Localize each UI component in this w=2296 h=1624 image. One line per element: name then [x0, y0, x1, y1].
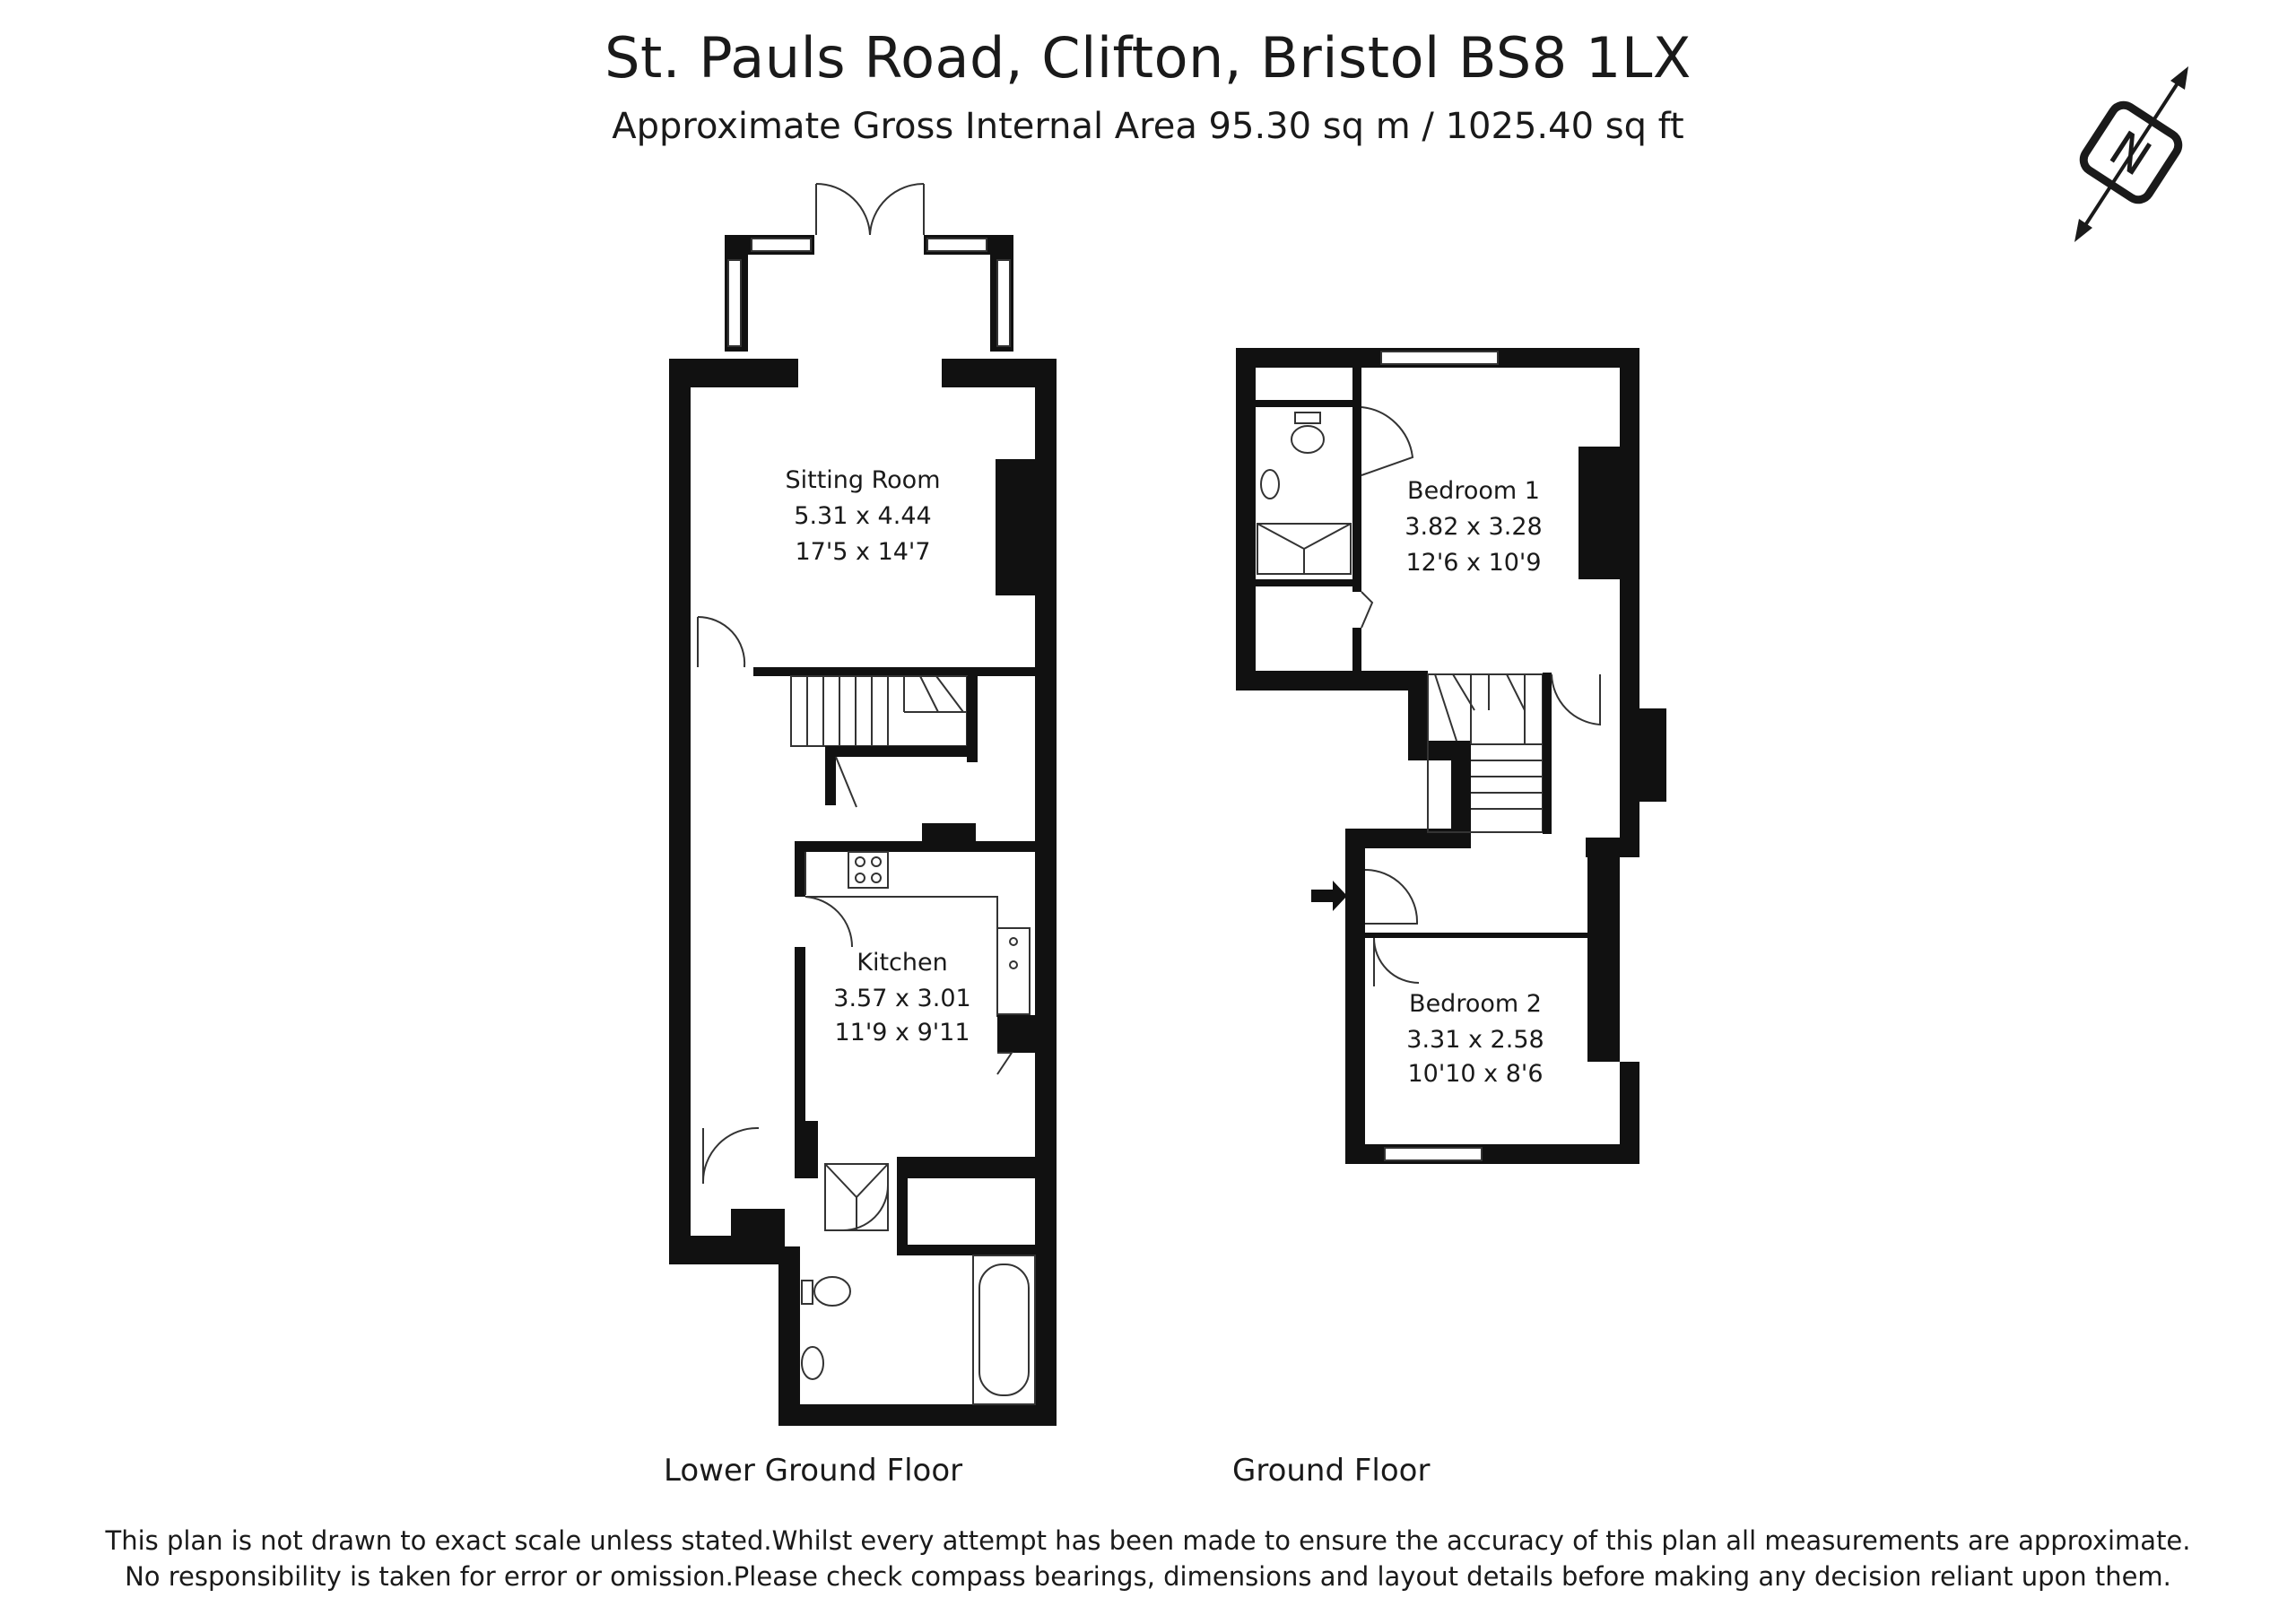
- ground-floor-plan: [1236, 348, 1666, 1164]
- lower-ground-floor-label: Lower Ground Floor: [664, 1453, 963, 1489]
- sitting-room-imperial: 17'5 x 14'7: [795, 538, 930, 566]
- disclaimer-line-2: No responsibility is taken for error or …: [125, 1561, 2171, 1592]
- compass-icon: N: [2074, 66, 2188, 242]
- kitchen-imperial: 11'9 x 9'11: [834, 1019, 970, 1046]
- gross-area-subtitle: Approximate Gross Internal Area 95.30 sq…: [612, 106, 1684, 147]
- sitting-room-metric: 5.31 x 4.44: [794, 502, 931, 530]
- compass-north-letter: N: [2100, 120, 2161, 187]
- sitting-room-name: Sitting Room: [785, 466, 940, 494]
- bedroom-1-name: Bedroom 1: [1407, 477, 1540, 505]
- bedroom-2-metric: 3.31 x 2.58: [1406, 1026, 1544, 1054]
- lower-ground-floor-plan: [669, 182, 1057, 1426]
- ground-floor-label: Ground Floor: [1232, 1453, 1431, 1489]
- disclaimer: This plan is not drawn to exact scale un…: [0, 1523, 2296, 1594]
- bedroom-1-imperial: 12'6 x 10'9: [1405, 549, 1541, 577]
- kitchen-name: Kitchen: [857, 949, 947, 977]
- bedroom-2-imperial: 10'10 x 8'6: [1407, 1060, 1543, 1088]
- bedroom-1-metric: 3.82 x 3.28: [1405, 513, 1542, 541]
- page-title: St. Pauls Road, Clifton, Bristol BS8 1LX: [604, 25, 1692, 91]
- bedroom-2-name: Bedroom 2: [1409, 990, 1542, 1018]
- disclaimer-line-1: This plan is not drawn to exact scale un…: [105, 1525, 2191, 1556]
- kitchen-metric: 3.57 x 3.01: [833, 985, 970, 1012]
